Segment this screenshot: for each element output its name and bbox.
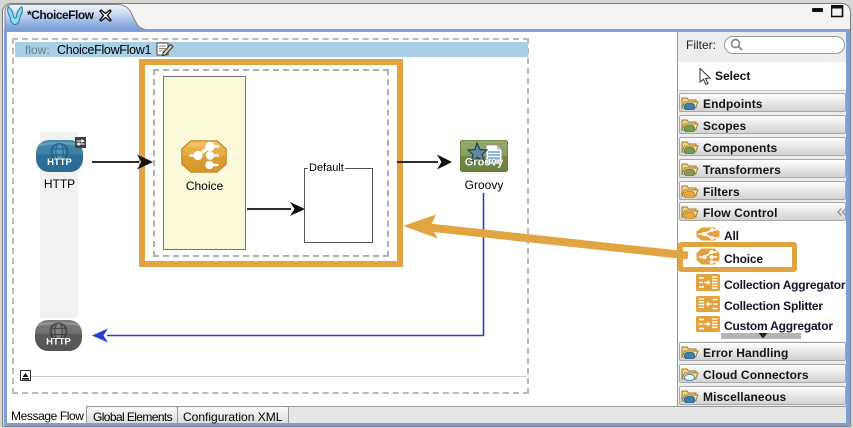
svg-text:HTTP: HTTP <box>46 337 71 348</box>
svg-text:Groovy: Groovy <box>465 157 504 169</box>
svg-text:HTTP: HTTP <box>47 157 72 168</box>
